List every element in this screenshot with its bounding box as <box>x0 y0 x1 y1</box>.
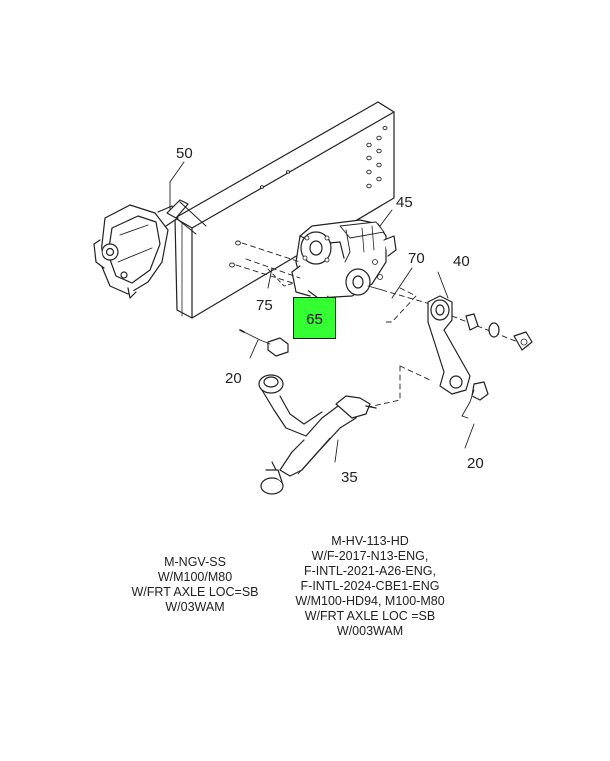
callout-45: 45 <box>396 194 413 211</box>
nut-20-left <box>239 329 289 357</box>
note-right-line: W/F-2017-N13-ENG, <box>311 549 429 563</box>
bolt-lines-75 <box>235 242 301 285</box>
note-right-line: M-HV-113-HD <box>331 534 409 548</box>
note-left: M-NGV-SS W/M100/M80 W/FRT AXLE LOC=SB W/… <box>110 555 280 615</box>
note-left-line: W/FRT AXLE LOC=SB <box>131 585 259 599</box>
steering-gear <box>291 219 397 299</box>
note-right: M-HV-113-HD W/F-2017-N13-ENG, F-INTL-202… <box>290 534 450 639</box>
bolt-50 <box>166 161 207 235</box>
callout-65: 65 <box>306 311 323 328</box>
callout-50: 50 <box>176 145 193 162</box>
note-right-line: W/003WAM <box>336 624 404 638</box>
note-right-line: W/M100-HD94, M100-M80 <box>295 594 445 608</box>
callout-75: 75 <box>256 297 273 314</box>
note-right-line: W/FRT AXLE LOC =SB <box>304 609 436 623</box>
callout-20-left: 20 <box>225 370 242 387</box>
callout-65-highlight[interactable]: 65 <box>293 297 336 339</box>
note-left-line: M-NGV-SS <box>164 555 226 569</box>
note-right-line: F-INTL-2021-A26-ENG, <box>304 564 436 578</box>
drag-link <box>258 374 377 495</box>
callout-20-right: 20 <box>467 455 484 472</box>
note-left-line: W/M100/M80 <box>157 570 233 584</box>
callout-35: 35 <box>341 469 358 486</box>
note-left-line: W/03WAM <box>165 600 225 614</box>
pitman-arm <box>427 295 533 419</box>
note-right-line: F-INTL-2024-CBE1-ENG <box>300 579 440 593</box>
callout-40: 40 <box>453 253 470 270</box>
callout-70: 70 <box>408 250 425 267</box>
spring-bracket <box>93 204 179 299</box>
